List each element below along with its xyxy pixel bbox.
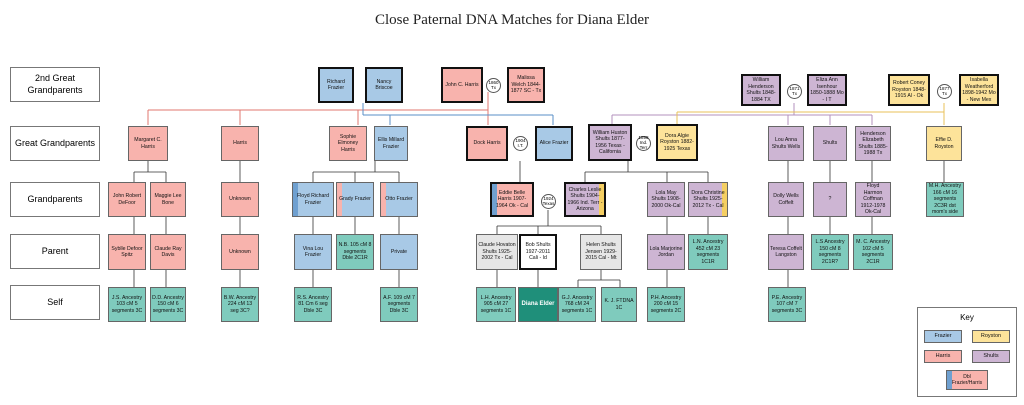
person-unknown-question[interactable]: ? (813, 182, 847, 217)
match-dd[interactable]: D.D. Ancestry 150 cM 6 segments 3C (150, 287, 186, 322)
person-ellis-frazier[interactable]: Ellis Millard Frazier (374, 126, 408, 161)
legend-title: Key (960, 313, 974, 322)
person-malissa-welch[interactable]: Malissa Welch 1844-1877 SC - Tx (507, 67, 545, 103)
match-mc[interactable]: M. C. Ancestry 102 cM 5 segments 2C1R (853, 234, 893, 270)
match-pe[interactable]: P.E. Ancestry 107 cM 7 segments 3C (768, 287, 806, 322)
chart-title: Close Paternal DNA Matches for Diana Eld… (374, 12, 650, 28)
match-af[interactable]: A.F. 109 cM 7 segments Dble 3C (380, 287, 418, 322)
person-margaret-harris[interactable]: Margaret C. Harris (128, 126, 168, 161)
marriage-1877: 1877 Tx (937, 84, 952, 99)
person-lou-anna-wells[interactable]: Lou Anna Shults Wells (768, 126, 804, 161)
legend-royston: Royston (972, 330, 1010, 343)
person-richard-frazier[interactable]: Richard Frazier (318, 67, 354, 103)
person-eliza-ann-isenhour[interactable]: Eliza Ann Isenhour 1850-1888 Mo - I T (807, 74, 847, 106)
person-john-c-harris[interactable]: John C. Harris (441, 67, 483, 103)
person-nancy-briscoe[interactable]: Nancy Briscoe (365, 67, 403, 103)
person-dolly-coffelt[interactable]: Dolly Wells Coffelt (768, 182, 804, 217)
person-grady-frazier[interactable]: Grady Frazier (336, 182, 374, 217)
gen-label-self: Self (10, 285, 100, 320)
gen-label-parent: Parent (10, 234, 100, 269)
match-ls[interactable]: L.S Ancestry 150 cM 8 segments 2C1R? (811, 234, 849, 270)
person-shults[interactable]: Shults (813, 126, 847, 161)
person-unknown-parent[interactable]: Unknown (221, 234, 259, 270)
person-william-huston-shults[interactable]: William Huston Shults 1877-1956 Texas - … (588, 124, 632, 161)
person-private[interactable]: Private (380, 234, 418, 270)
gen-label-great-grandparents: Great Grandparents (10, 126, 100, 161)
person-harris[interactable]: Harris (221, 126, 259, 161)
match-mh[interactable]: M.H. Ancestry 166 cM 16 segments 2C3R ds… (926, 182, 964, 217)
gen-label-2nd-great-grandparents: 2nd Great Grandparents (10, 67, 100, 102)
match-ln[interactable]: L.N. Ancestry 452 cM 23 segments 1C1R (688, 234, 728, 270)
person-effie-royston[interactable]: Effie D. Royston (926, 126, 962, 161)
match-kj[interactable]: K. J. FTDNA 1C (601, 287, 637, 322)
legend-shults: Shults (972, 350, 1010, 363)
match-nb[interactable]: N.B. 105 cM 8 segments Dble 2C1R (336, 234, 374, 270)
marriage-1924: 1924 Texas (541, 194, 556, 209)
person-floyd-frazier[interactable]: Floyd Richard Frazier (292, 182, 334, 217)
person-teresa-langston[interactable]: Teresa Coffelt Langston (768, 234, 804, 270)
person-alice-frazier[interactable]: Alice Frazier (535, 126, 573, 161)
person-unknown-grandparent[interactable]: Unknown (221, 182, 259, 217)
marriage-1898: 1898 Ind. Terr (636, 135, 651, 151)
person-sophie-harris[interactable]: Sophie Elmoney Harris (329, 126, 367, 161)
person-maggie-bone[interactable]: Maggie Lee Bone (150, 182, 186, 217)
person-john-robert-defoor[interactable]: John Robert DeFoor (108, 182, 146, 217)
person-robert-coney-royston[interactable]: Robert Coney Royston 1848-1915 Al - Ok (888, 74, 930, 106)
person-helen-jensen[interactable]: Helen Shults Jensen 1929-2015 Cal - Mt (580, 234, 622, 270)
match-bw[interactable]: B.W. Ancestry 224 cM 13 seg 3C? (221, 287, 259, 322)
match-gj[interactable]: G.J. Ancestry 768 cM 24 segments 1C (558, 287, 596, 322)
person-lola-jordan[interactable]: Lola Marjorine Jordan (647, 234, 685, 270)
marriage-1860: 1860 Tx (486, 78, 501, 93)
person-dora-christine-shults[interactable]: Dora Christine Shults 1925-2012 Tx - Cal (688, 182, 728, 217)
self-diana-elder[interactable]: Diana Elder (518, 287, 558, 322)
legend-dbl-frazier-harris: Dbl Frazier/Harris (946, 370, 988, 390)
match-lh[interactable]: L.H. Ancestry 905 cM 27 segments 1C (476, 287, 516, 322)
person-eddie-belle-harris[interactable]: Eddie Belle Harris 1907-1964 Ok - Cal (490, 182, 534, 217)
person-bob-shults[interactable]: Bob Shults 1927-2011 Cali - Id (519, 234, 557, 270)
person-dora-royston[interactable]: Dora Algie Royston 1882-1925 Texas (656, 124, 698, 161)
person-otto-frazier[interactable]: Otto Frazier (380, 182, 418, 217)
person-william-henderson-shults[interactable]: William Henderson Shults 1848-1884 TX (741, 74, 781, 106)
match-rs[interactable]: R.S. Ancestry 81 Cm 6 seg Dble 3C (294, 287, 332, 322)
person-claude-davis[interactable]: Claude Ray Davis (150, 234, 186, 270)
person-dock-harris[interactable]: Dock Harris (466, 126, 508, 161)
legend-frazier: Frazier (924, 330, 962, 343)
person-lola-may-shults[interactable]: Lola May Shults 1908-2000 Ok-Cal (647, 182, 685, 217)
person-vina-frazier[interactable]: Vina Lou Frazier (294, 234, 332, 270)
match-js[interactable]: J.S. Ancestry 103 cM 5 segments 3C (108, 287, 146, 322)
match-ph[interactable]: P.H. Ancestry 200 cM 15 segments 2C (647, 287, 685, 322)
person-henderson-shults[interactable]: Henderson Elizabeth Shults 1885-1988 Tx (855, 126, 891, 161)
person-claude-shults[interactable]: Claude Hovaton Shults 1925-2002 Tx - Cal (476, 234, 518, 270)
person-floyd-coffman[interactable]: Floyd Harmon Coffman 1912-1978 Ok-Cal (855, 182, 891, 217)
legend-key: Key Frazier Royston Harris Shults Dbl Fr… (917, 307, 1017, 397)
person-isabella-weatherford[interactable]: Isabella Weatherford 1898-1942 Mo - New … (959, 74, 999, 106)
marriage-1904: 1904 I.T. (513, 136, 528, 151)
person-charles-leslie-shults[interactable]: Charles Leslie Shults 1904-1966 Ind. Ter… (564, 182, 606, 217)
person-sybile-spitz[interactable]: Syblle Defoor Spitz (108, 234, 146, 270)
legend-harris: Harris (924, 350, 962, 363)
gen-label-grandparents: Grandparents (10, 182, 100, 217)
marriage-1871: 1871 Tx (787, 84, 802, 99)
